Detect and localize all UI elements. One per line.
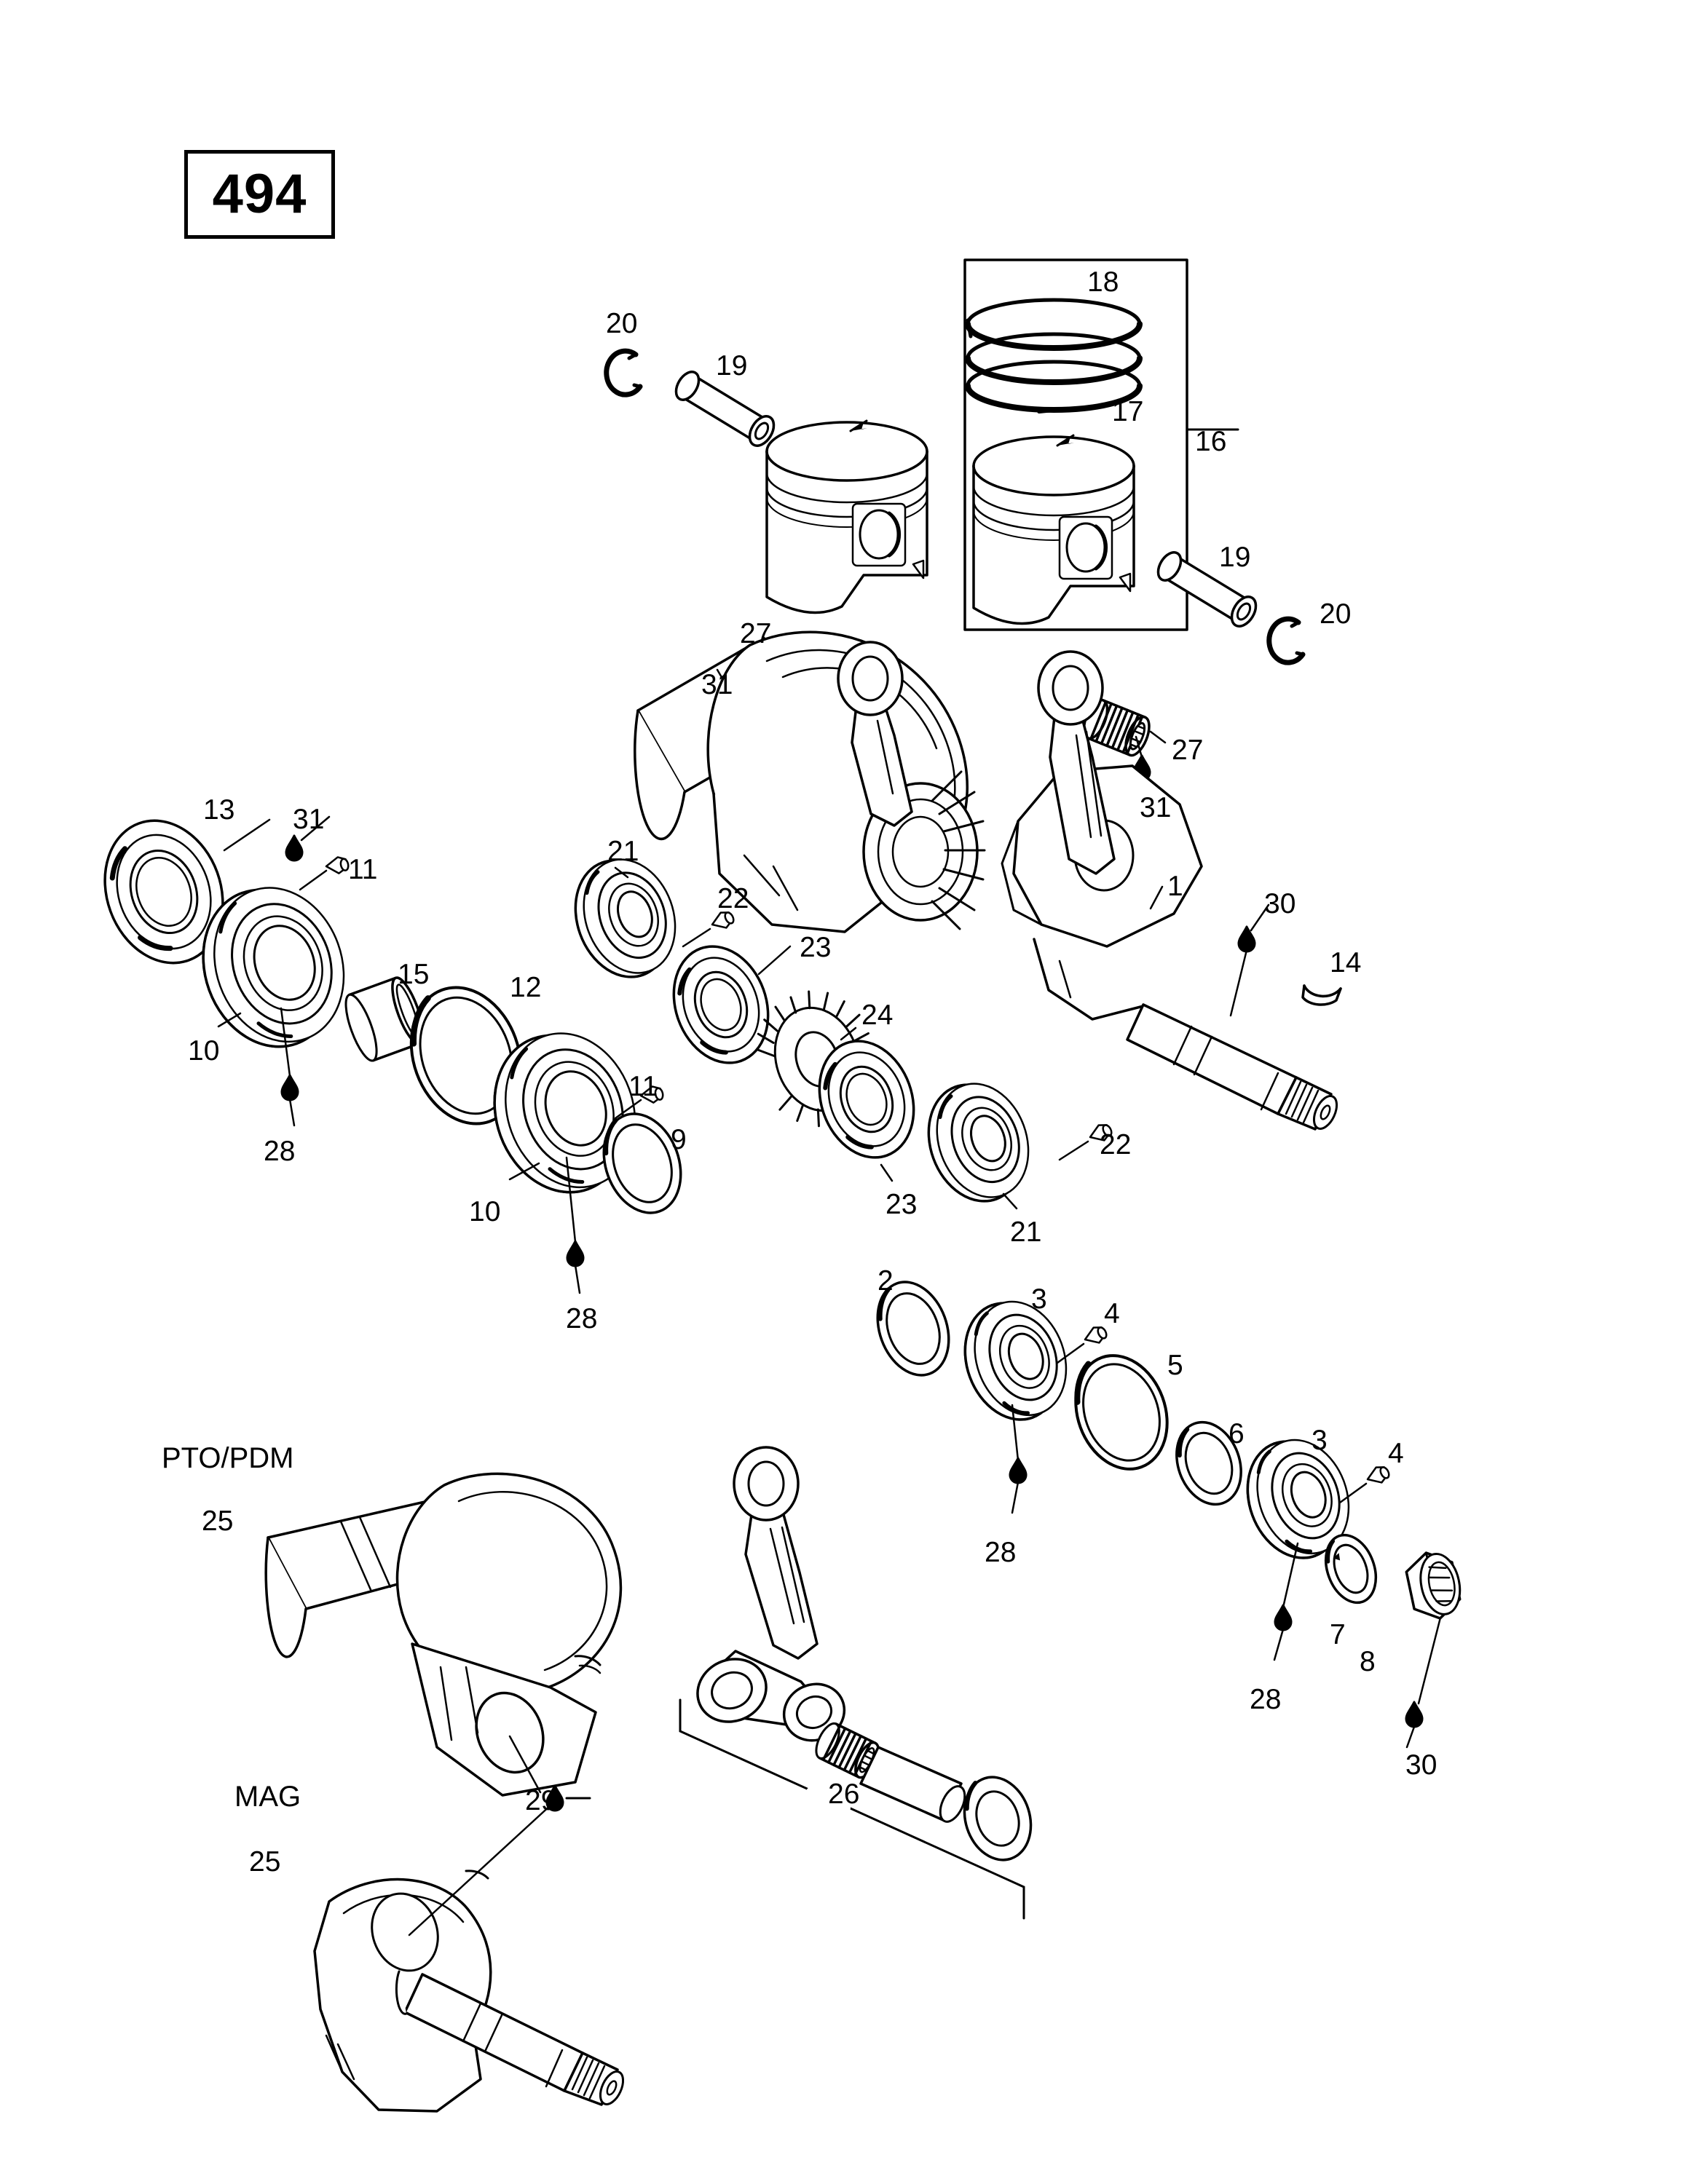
callout-locating-pin-22: 22 — [717, 883, 749, 914]
callout-ball-bearing-3: 3 — [1312, 1425, 1328, 1456]
callout-woodruff-key-14: 14 — [1330, 947, 1362, 978]
group-label-pto-pdm: PTO/PDM — [162, 1442, 294, 1474]
callout-locating-pin-22: 22 — [1100, 1129, 1132, 1160]
callout-drive-gear-24: 24 — [861, 1000, 894, 1031]
callout-piston-pin-circlip-20: 20 — [1320, 598, 1352, 630]
callout-crankshaft-half-25: 25 — [249, 1846, 281, 1878]
callout-o-ring-12: 12 — [510, 972, 542, 1003]
callout-piston-pin-19: 19 — [1219, 542, 1251, 573]
callout-lubricant-29: 29 — [525, 1785, 557, 1816]
callout-piston-kit-16: 16 — [1195, 426, 1227, 457]
callout-o-ring-5: 5 — [1167, 1350, 1183, 1381]
callout-oil-seal-13: 13 — [203, 794, 235, 826]
callout-crankshaft-half-25: 25 — [202, 1506, 234, 1537]
callout-ball-bearing-3: 3 — [1031, 1283, 1047, 1315]
callout-lubricant-28: 28 — [1250, 1684, 1282, 1715]
callout-piston-ring-set-18: 18 — [1087, 266, 1119, 298]
callout-lubricant-28: 28 — [566, 1303, 598, 1334]
callout-ball-bearing-21: 21 — [1010, 1216, 1042, 1248]
callout-lock-washer-7: 7 — [1330, 1619, 1346, 1650]
callout-locating-pin-4: 4 — [1104, 1298, 1120, 1329]
callout-threadlocker-30: 30 — [1405, 1749, 1437, 1781]
callout-crankshaft-assembly-1: 1 — [1167, 871, 1183, 902]
callout-washer-9: 9 — [671, 1124, 687, 1155]
callout-locating-pin-4: 4 — [1388, 1438, 1404, 1469]
callout-threadlocker-30: 30 — [1264, 888, 1296, 919]
callout-lubricant-31: 31 — [701, 669, 733, 700]
callout-oil-seal-23: 23 — [886, 1189, 918, 1220]
callout-piston-pin-19: 19 — [716, 350, 748, 381]
callout-nut-8: 8 — [1360, 1646, 1376, 1677]
callout-shim-washer-2: 2 — [877, 1265, 894, 1297]
callout-oil-seal-23: 23 — [800, 932, 832, 963]
callout-lubricant-28: 28 — [985, 1537, 1017, 1568]
callout-ball-bearing-21: 21 — [607, 836, 639, 867]
callout-ball-bearing-10: 10 — [188, 1035, 220, 1067]
callout-connecting-rod-kit-26: 26 — [828, 1779, 860, 1810]
callout-lubricant-31: 31 — [1140, 792, 1172, 823]
callout-shim-washer-6: 6 — [1228, 1418, 1245, 1449]
callout-needle-bearing-27: 27 — [740, 618, 772, 649]
callout-piston-17: 17 — [1112, 396, 1144, 427]
callout-spacer-sleeve-15: 15 — [398, 959, 430, 990]
plate-number-box: 494 — [184, 150, 335, 239]
callout-locating-pin-11: 11 — [628, 1071, 658, 1102]
callout-lubricant-28: 28 — [264, 1136, 296, 1167]
group-label-mag: MAG — [234, 1781, 301, 1813]
plate-number: 494 — [212, 163, 307, 225]
callout-piston-pin-circlip-20: 20 — [606, 308, 638, 339]
callout-ball-bearing-10: 10 — [469, 1196, 501, 1227]
callout-lubricant-31: 31 — [293, 804, 325, 835]
callout-needle-bearing-27: 27 — [1172, 735, 1204, 766]
callout-locating-pin-11: 11 — [348, 854, 378, 885]
